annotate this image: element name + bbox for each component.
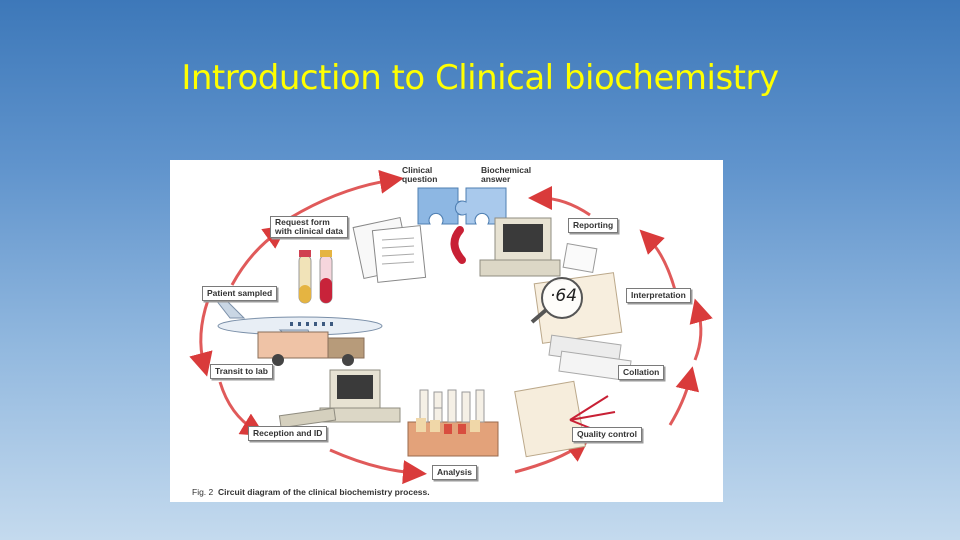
quality-control-chart-icon bbox=[514, 380, 616, 458]
step-reporting: Reporting bbox=[568, 218, 619, 233]
biochemical-answer-label: Biochemical answer bbox=[481, 165, 532, 184]
arrow-request-to-question bbox=[289, 169, 404, 220]
arrow-transit-to-reception bbox=[218, 381, 266, 437]
arrow-patient-to-request bbox=[230, 225, 288, 286]
step-request-form: Request form with clinical data bbox=[270, 216, 349, 238]
step-reception-and-id: Reception and ID bbox=[248, 426, 328, 441]
arrow-qc-to-collation bbox=[668, 366, 700, 426]
arrow-collation-to-interpretation bbox=[689, 298, 713, 361]
cycle-arrows bbox=[189, 169, 713, 485]
diagram-artwork bbox=[189, 169, 713, 485]
magnifier-printout-icon bbox=[530, 272, 623, 344]
request-form-paper-icon bbox=[352, 216, 427, 283]
figure-caption-prefix: Fig. 2 bbox=[192, 487, 214, 497]
test-tubes-icon bbox=[298, 250, 333, 304]
analysis-rack-icon bbox=[407, 389, 499, 457]
reporting-phone-computer-icon bbox=[450, 217, 598, 277]
clinical-question-label: Clinical question bbox=[402, 165, 438, 184]
delivery-van-icon bbox=[257, 331, 365, 366]
arrow-reception-to-analysis bbox=[329, 448, 427, 485]
circuit-diagram-figure: Clinical question Biochemical answer Req… bbox=[170, 160, 723, 502]
step-quality-control: Quality control bbox=[572, 427, 642, 442]
magnifier-value: ·64 bbox=[550, 286, 578, 306]
step-patient-sampled: Patient sampled bbox=[202, 286, 278, 301]
slide-title: Introduction to Clinical biochemistry bbox=[181, 58, 779, 98]
arrow-reporting-to-answer bbox=[528, 186, 591, 217]
arrow-patient-to-transit bbox=[189, 299, 213, 377]
collation-sheets-icon bbox=[548, 334, 632, 382]
step-analysis: Analysis bbox=[432, 465, 477, 480]
step-transit-to-lab: Transit to lab bbox=[210, 364, 273, 379]
jigsaw-puzzle-icon bbox=[417, 187, 507, 225]
reception-computer-icon bbox=[278, 369, 401, 429]
figure-caption: Fig. 2 Circuit diagram of the clinical b… bbox=[192, 487, 430, 497]
step-interpretation: Interpretation bbox=[626, 288, 691, 303]
arrow-interpretation-to-reporting bbox=[639, 229, 677, 291]
figure-caption-text: Circuit diagram of the clinical biochemi… bbox=[218, 487, 430, 497]
step-collation: Collation bbox=[618, 365, 665, 380]
